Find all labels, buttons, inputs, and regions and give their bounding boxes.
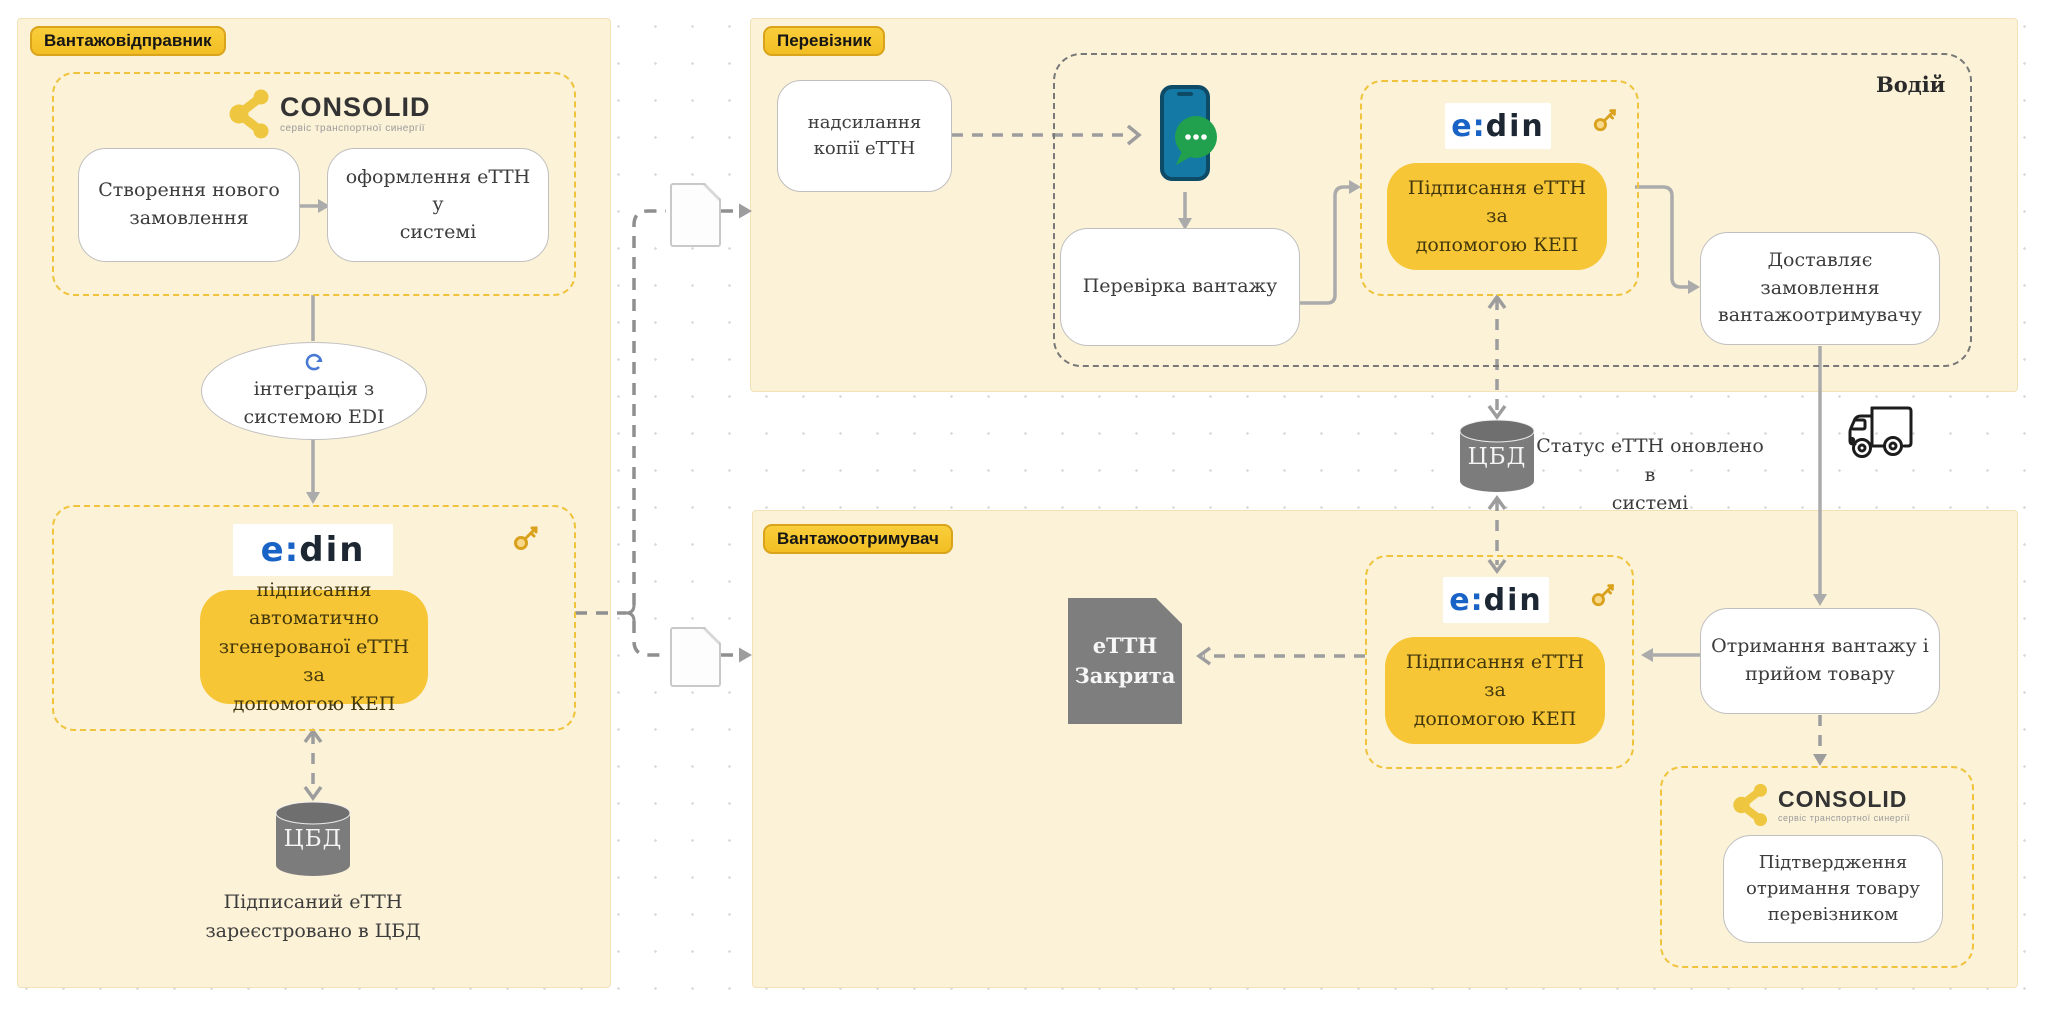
- consolid-mark-icon: [229, 89, 269, 139]
- edin-din: din: [1485, 108, 1545, 144]
- node-sign-kep-consignee: Підписання еТТН за допомогою КЕП: [1385, 637, 1605, 744]
- consolid-name: CONSOLID: [280, 92, 431, 122]
- node-receive-cargo: Отримання вантажу і прийом товару: [1700, 608, 1940, 714]
- sync-icon: [305, 354, 323, 371]
- file-icon-top: [670, 183, 721, 247]
- edin-logo-carrier: e:din: [1445, 103, 1551, 149]
- db-label-shipper: ЦБД: [283, 826, 343, 852]
- node-confirm-receipt: Підтвердження отримання товару перевізни…: [1723, 835, 1943, 943]
- edin-e: e: [1451, 108, 1472, 144]
- etth-closed-label: еТТН Закрита: [1074, 632, 1176, 688]
- node-edi-integration: інтеграція з системою EDI: [201, 342, 427, 440]
- key-icon-consignee: [1591, 584, 1614, 607]
- container-consignee-edin: [1365, 555, 1634, 769]
- edin-colon: :: [284, 530, 299, 570]
- truck-icon: [1848, 406, 1913, 458]
- db-caption-shipper: Підписаний еТТН зареєстровано в ЦБД: [205, 891, 421, 942]
- edin-e: e: [260, 530, 284, 570]
- node-check-cargo: Перевірка вантажу: [1060, 228, 1300, 346]
- node-sign-kep-carrier: Підписання еТТН за допомогою КЕП: [1387, 163, 1607, 270]
- file-icon-bottom: [670, 627, 721, 687]
- node-issue-etth: оформлення еТТН у системі: [327, 148, 549, 262]
- badge-shipper: Вантажовідправник: [30, 26, 226, 56]
- consolid-mark-icon: [1733, 783, 1767, 827]
- consolid-tagline: сервіс транспортної синергії: [1778, 812, 1910, 823]
- consolid-tagline: сервіс транспортної синергії: [280, 123, 426, 134]
- edin-colon: :: [1470, 582, 1483, 618]
- consolid-logo-shipper: CONSOLID сервіс транспортної синергії: [228, 88, 431, 140]
- edin-colon: :: [1472, 108, 1485, 144]
- db-label-central: ЦБД: [1467, 444, 1527, 470]
- container-consignee-consolid: [1660, 766, 1974, 968]
- etth-closed-document: еТТН Закрита: [1068, 598, 1182, 724]
- edin-logo-consignee: e:din: [1443, 577, 1549, 623]
- database-icon-central: ЦБД: [1458, 418, 1536, 494]
- badge-carrier: Перевізник: [763, 26, 886, 56]
- database-icon-shipper: ЦБД: [274, 800, 352, 878]
- edin-e: e: [1449, 582, 1470, 618]
- node-create-order: Створення нового замовлення: [78, 148, 300, 262]
- key-icon-carrier: [1593, 109, 1616, 132]
- edin-din: din: [1483, 582, 1543, 618]
- node-sign-auto: підписання автоматично згенерованої еТТН…: [200, 579, 428, 715]
- edin-din: din: [299, 530, 366, 570]
- badge-consignee: Вантажоотримувач: [763, 524, 953, 554]
- node-send-copy: надсилання копії еТТН: [777, 80, 952, 192]
- node-deliver: Доставляє замовлення вантажоотримувачу: [1700, 232, 1940, 345]
- edin-logo-shipper: e:din: [233, 524, 393, 576]
- phone-chat-icon: [1160, 85, 1217, 181]
- consolid-logo-consignee: CONSOLID сервіс транспортної синергії: [1732, 782, 1910, 828]
- edi-integration-label: інтеграція з системою EDI: [243, 378, 385, 428]
- container-driver: [1053, 53, 1972, 367]
- central-db-status: Статус еТТН оновлено в системі: [1536, 435, 1764, 514]
- driver-label: Водій: [1876, 72, 1946, 97]
- key-icon-shipper: [514, 526, 538, 550]
- consolid-name: CONSOLID: [1778, 785, 1908, 812]
